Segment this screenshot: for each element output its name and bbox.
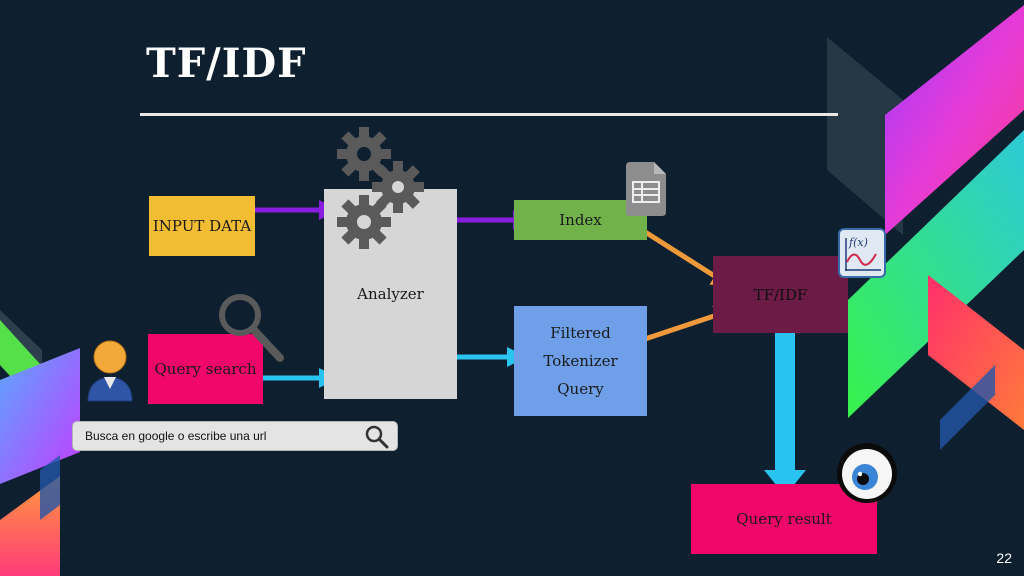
query-result-label: Query result xyxy=(736,510,832,528)
page-number: 22 xyxy=(996,550,1012,566)
spreadsheet-icon xyxy=(626,162,666,216)
filtered-label-line2: Tokenizer xyxy=(543,352,618,370)
filtered-label-line1: Filtered xyxy=(550,324,611,342)
filtered-tokenizer-query-node: Filtered Tokenizer Query xyxy=(514,306,647,416)
input-data-node: INPUT DATA xyxy=(149,196,255,256)
function-graph-icon: f(x) xyxy=(838,228,886,278)
user-icon xyxy=(87,340,133,402)
title-underline xyxy=(140,113,838,116)
query-result-node: Query result xyxy=(691,484,877,554)
gears-icon xyxy=(337,127,424,249)
tfidf-label: TF/IDF xyxy=(753,285,808,304)
query-search-label: Query search xyxy=(154,360,257,378)
index-node: Index xyxy=(514,200,647,240)
eye-icon xyxy=(837,443,897,503)
query-search-node: Query search xyxy=(148,334,263,404)
filtered-label-line3: Query xyxy=(557,380,604,398)
input-data-label: INPUT DATA xyxy=(152,217,252,235)
index-label: Index xyxy=(559,211,602,229)
magnifier-icon xyxy=(219,294,284,362)
search-icon[interactable] xyxy=(363,423,391,451)
analyzer-label: Analyzer xyxy=(357,285,424,303)
search-bar[interactable]: Busca en google o escribe una url xyxy=(72,421,398,451)
search-input[interactable]: Busca en google o escribe una url xyxy=(85,429,267,443)
svg-text:f(x): f(x) xyxy=(848,236,868,249)
tfidf-node: TF/IDF xyxy=(713,256,848,333)
slide-title: TF/IDF xyxy=(146,40,307,87)
arrow-index-to-tfidf xyxy=(640,227,732,287)
arrow-tfidf-to-result xyxy=(764,319,806,496)
